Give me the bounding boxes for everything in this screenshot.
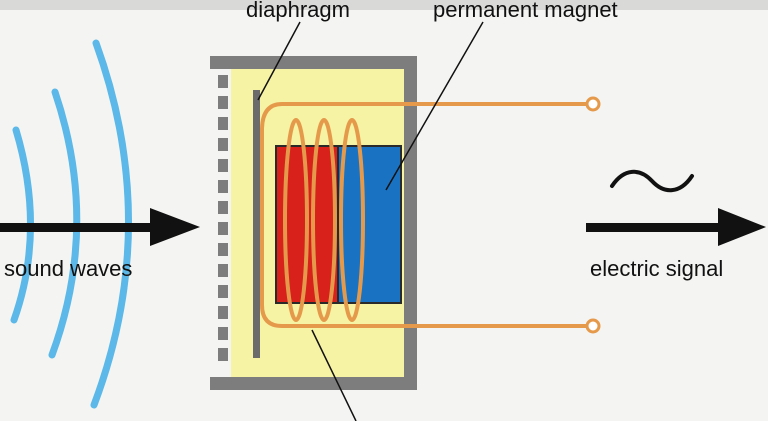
coil-loop-2 — [311, 118, 337, 322]
coil — [260, 102, 594, 328]
magnet-leader — [385, 21, 484, 191]
sound-waves-label: sound waves — [4, 256, 133, 281]
signal-wave-icon — [610, 169, 694, 193]
diaphragm-leader — [257, 21, 301, 101]
terminal-bottom — [585, 318, 601, 334]
diaphragm — [253, 90, 260, 358]
coil-loop-3 — [339, 118, 365, 322]
magnet-north-pole — [337, 145, 402, 304]
permanent-magnet — [275, 145, 402, 304]
diaphragm-label: diaphragm — [246, 0, 350, 22]
top-shadow — [0, 0, 768, 10]
sound-arrow — [0, 208, 200, 246]
terminal-top — [585, 96, 601, 112]
electric-signal-label: electric signal — [590, 256, 724, 281]
leader-lines — [257, 21, 484, 421]
housing-grille — [218, 75, 228, 361]
permanent-magnet-label: permanent magnet — [433, 0, 618, 22]
coil-wire — [260, 102, 594, 328]
coil-loop-1 — [283, 118, 309, 322]
coil-leader — [311, 329, 357, 421]
signal-arrow — [586, 208, 766, 246]
